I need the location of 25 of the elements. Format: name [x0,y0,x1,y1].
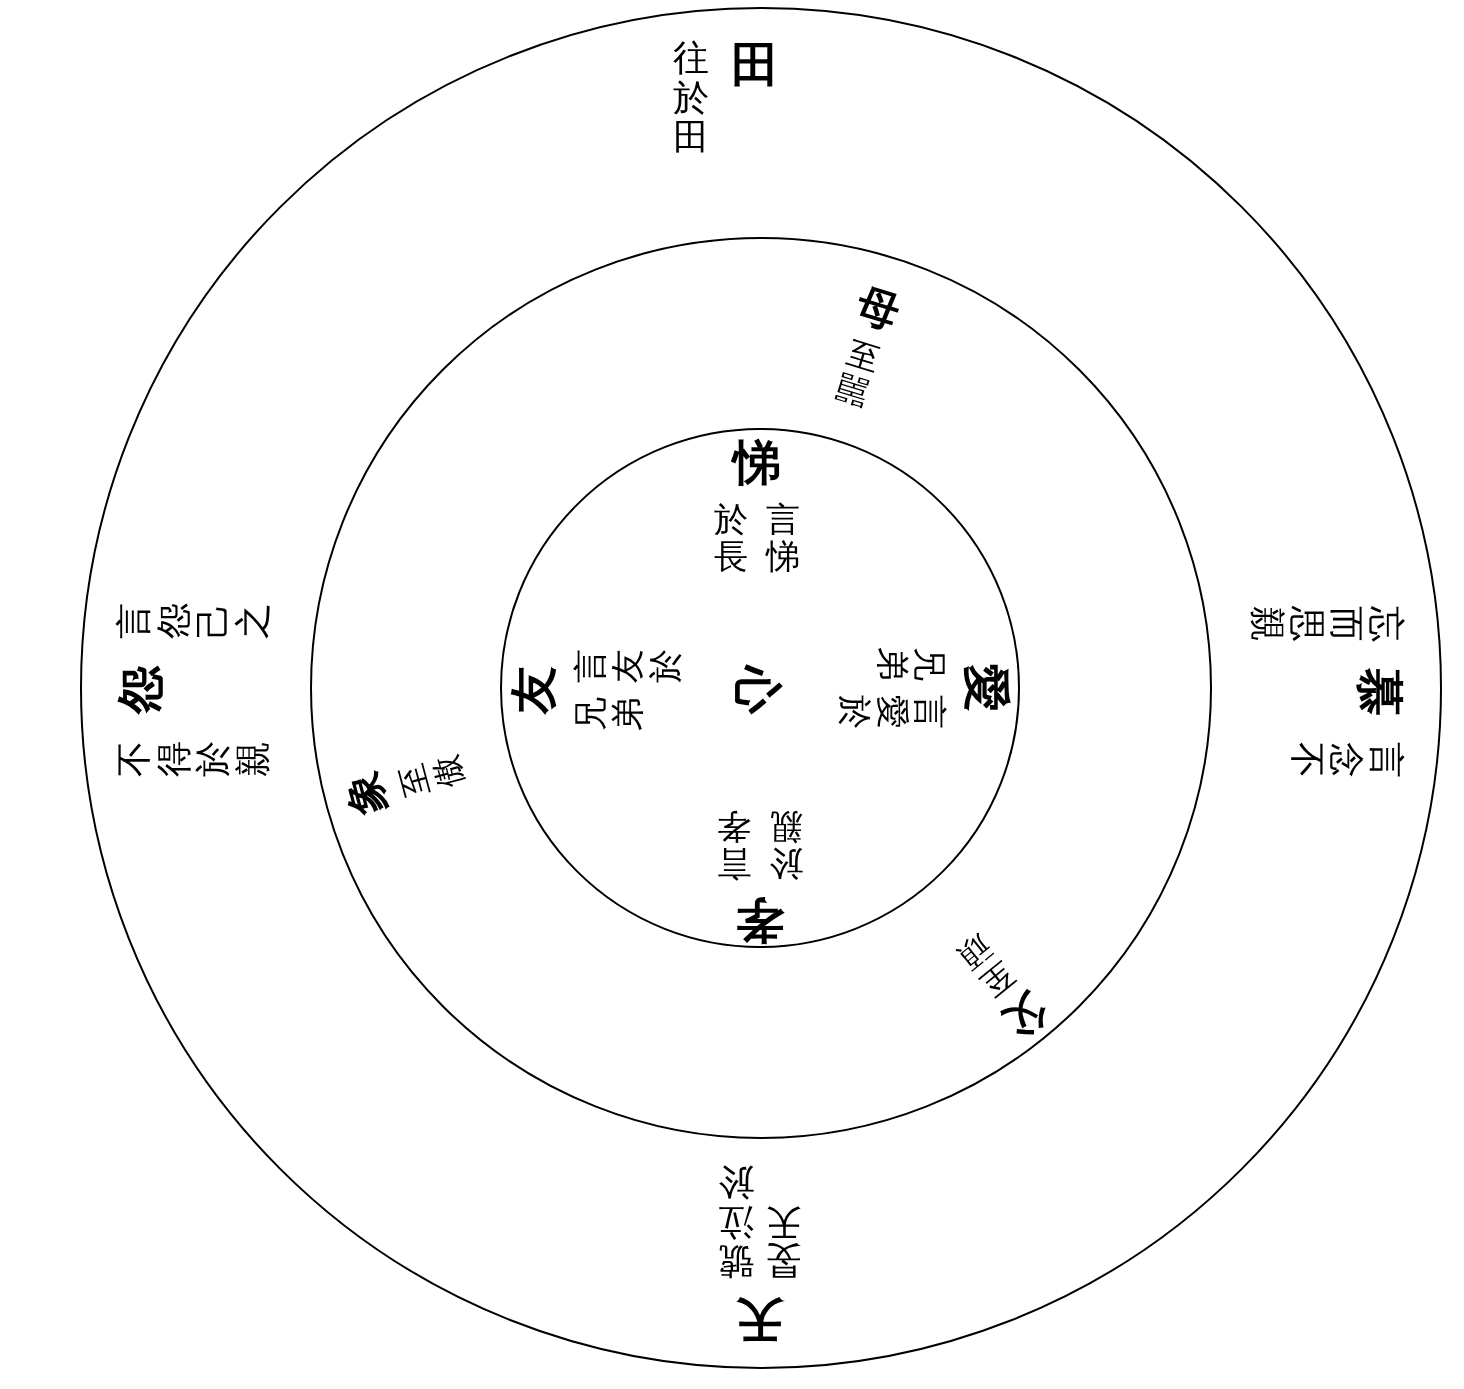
heading-character: 怨 [113,666,167,714]
heading-character: 悌 [733,435,781,489]
annotation-text: 言悌於長 [714,500,800,578]
annotation-text: 往於田 [673,37,709,157]
heading-character: 慕 [1353,668,1407,716]
annotation-text: 號泣於旻天 [718,1161,802,1282]
annotation-text: 不得於親 [113,741,273,777]
center-character: 心 [731,666,785,714]
annotation-text: 言孝於親 [717,806,803,883]
heading-character: 母 [850,280,905,337]
heading-character: 天 [736,1293,784,1347]
heading-character: 友 [506,666,560,714]
outer-circle [80,7,1442,1369]
annotation-text: 言愛於兄弟 [834,647,949,729]
annotation-text: 言友於兄弟 [571,649,686,731]
heading-character: 孝 [736,894,784,948]
heading-character: 田 [731,37,779,91]
heading-character: 愛 [960,664,1014,712]
annotation-text: 忘而思親 [1247,606,1407,642]
middle-circle [310,237,1212,1139]
annotation-text: 言怨己之 [113,603,273,639]
annotation-text: 至嚚 [832,335,884,413]
heading-character: 象 [338,767,394,820]
annotation-text: 言念不 [1287,742,1407,778]
annotation-text: 至傲 [394,751,471,801]
